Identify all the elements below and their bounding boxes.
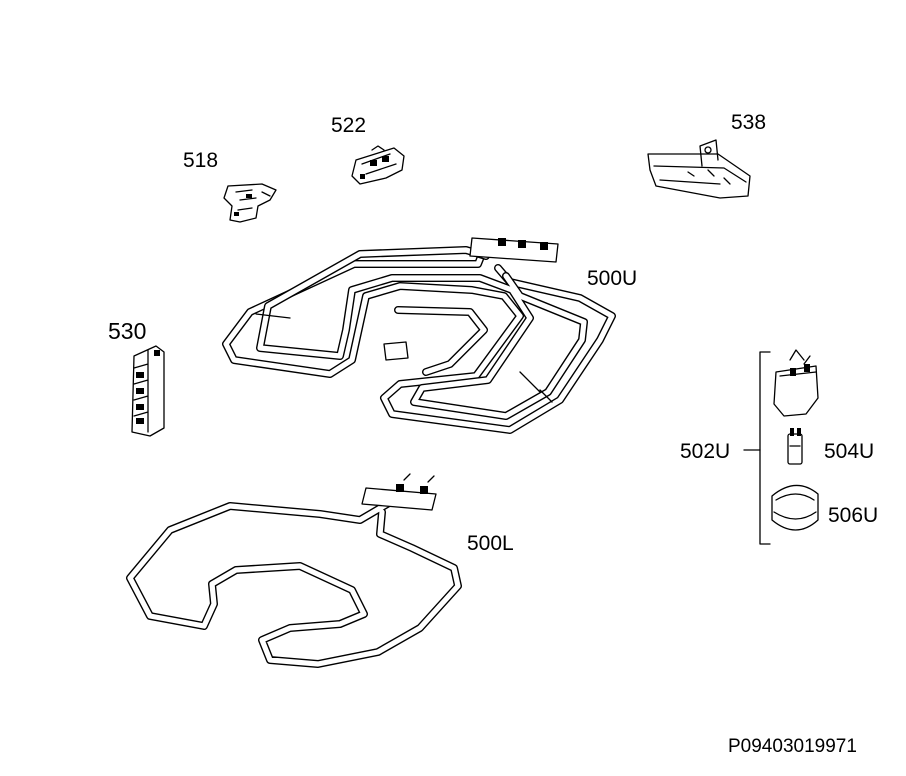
part-504U-lamp-bulb bbox=[787, 428, 803, 465]
part-518-bracket bbox=[223, 183, 277, 223]
label-500L: 500L bbox=[467, 532, 514, 555]
label-522: 522 bbox=[331, 114, 367, 137]
part-530-terminal-block bbox=[131, 345, 165, 437]
label-538: 538 bbox=[731, 111, 767, 134]
part-502U-lamp-holder bbox=[773, 349, 819, 417]
part-500L-lower-element bbox=[126, 473, 462, 668]
part-506U-lamp-cover bbox=[771, 484, 819, 531]
label-500U: 500U bbox=[587, 267, 638, 290]
part-500U-grill-element bbox=[222, 237, 616, 434]
part-538-rail bbox=[647, 139, 751, 199]
label-506U: 506U bbox=[828, 504, 879, 527]
label-530: 530 bbox=[108, 318, 147, 344]
label-518: 518 bbox=[183, 149, 219, 172]
label-502U: 502U bbox=[680, 440, 731, 463]
label-504U: 504U bbox=[824, 440, 875, 463]
part-502U-lamp-assembly bbox=[743, 349, 819, 545]
part-522-switch bbox=[351, 145, 405, 185]
document-id: P09403019971 bbox=[728, 736, 857, 757]
